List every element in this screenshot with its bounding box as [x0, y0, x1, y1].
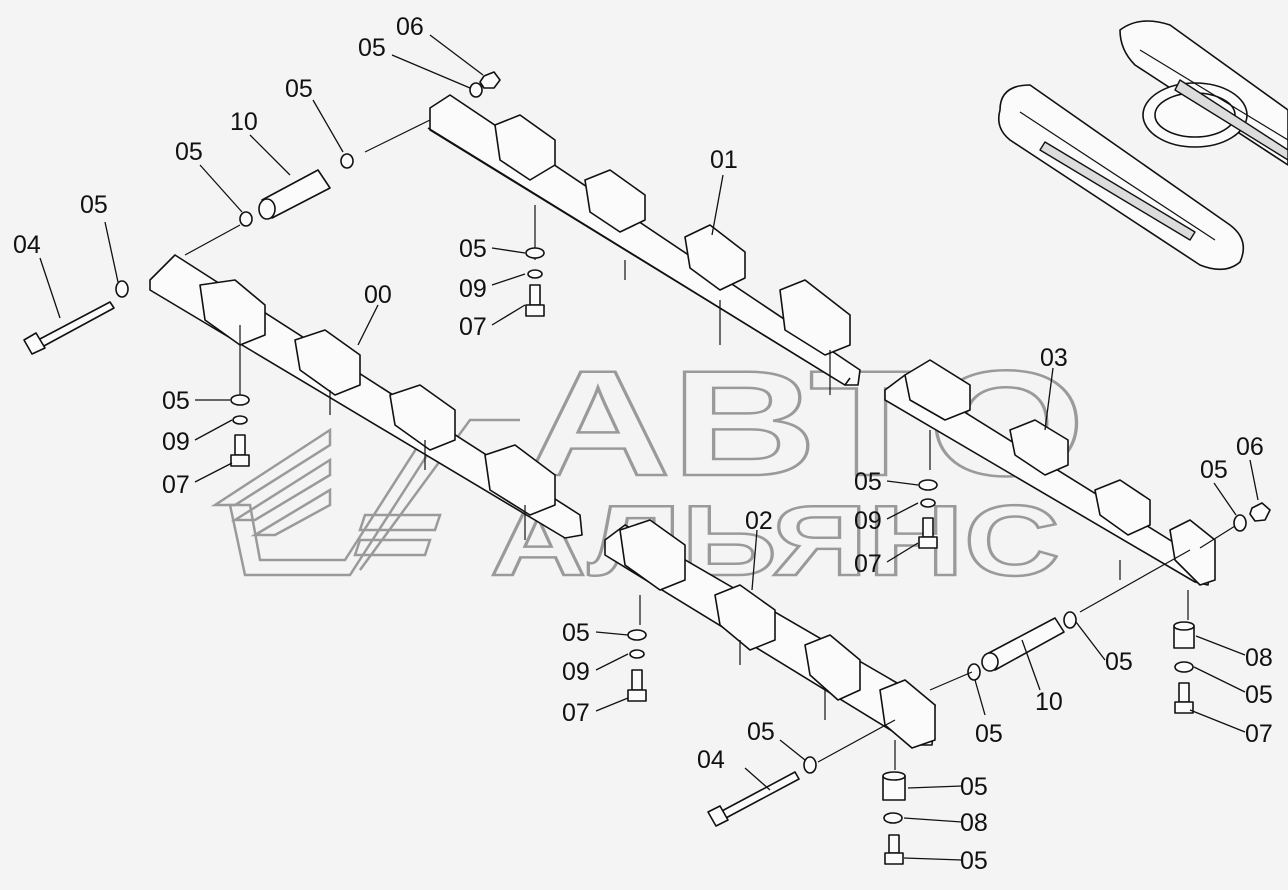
callout-05: 05 — [1245, 681, 1273, 709]
callout-09: 09 — [854, 507, 882, 535]
watermark-line2: АЛЬЯНС — [490, 485, 1060, 597]
callout-04: 04 — [13, 231, 41, 259]
callout-07: 05 — [960, 847, 988, 875]
callout-05: 05 — [162, 387, 190, 415]
callout-09: 09 — [459, 275, 487, 303]
callout-05: 08 — [960, 809, 988, 837]
callout-01: 01 — [710, 146, 738, 174]
callout-05: 05 — [175, 138, 203, 166]
callout-00: 00 — [364, 281, 392, 309]
callout-05: 05 — [975, 720, 1003, 748]
spring-washers — [232, 269, 936, 659]
guard-rail-02 — [604, 519, 936, 770]
callout-08: 05 — [960, 773, 988, 801]
pin-10-upper — [258, 169, 331, 220]
watermark: АВТО АЛЬЯНС — [210, 338, 1086, 598]
callout-07: 07 — [459, 313, 487, 341]
callout-05: 05 — [854, 468, 882, 496]
bolts-07 — [230, 284, 1194, 865]
callout-07: 07 — [562, 699, 590, 727]
track-frame-inset — [997, 20, 1288, 271]
callout-05: 05 — [562, 619, 590, 647]
callout-06: 06 — [1236, 433, 1264, 461]
callout-05: 05 — [747, 718, 775, 746]
callout-05: 05 — [285, 75, 313, 103]
guard-rail-01 — [427, 94, 861, 395]
watermark-line1: АВТО — [525, 339, 1085, 507]
callout-05: 05 — [1105, 648, 1133, 676]
bolt-04-upper — [23, 301, 115, 355]
callout-05: 05 — [80, 191, 108, 219]
nut-06-lower — [1249, 502, 1271, 522]
assembly-axes — [184, 119, 1236, 763]
pin-10-lower — [981, 617, 1065, 672]
guard-rail-00 — [149, 254, 583, 540]
callout-08: 08 — [1245, 644, 1273, 672]
callout-07: 07 — [854, 550, 882, 578]
callout-03: 03 — [1040, 344, 1068, 372]
callout-05: 05 — [358, 34, 386, 62]
callout-04: 04 — [697, 746, 725, 774]
watermark-logo — [210, 418, 520, 577]
nut-06-upper — [479, 71, 501, 89]
guard-rail-03 — [884, 359, 1216, 620]
callout-09: 09 — [162, 428, 190, 456]
callout-07: 07 — [162, 471, 190, 499]
leader-lines — [39, 34, 1259, 861]
callout-10: 10 — [1035, 688, 1063, 716]
washers — [115, 82, 1247, 824]
callout-06: 06 — [396, 13, 424, 41]
callout-05: 05 — [459, 235, 487, 263]
callout-02: 02 — [745, 507, 773, 535]
bolt-04-lower — [707, 771, 800, 827]
callout-07: 07 — [1245, 720, 1273, 748]
callout-09: 09 — [562, 658, 590, 686]
callout-10: 10 — [230, 108, 258, 136]
callout-05: 05 — [1200, 456, 1228, 484]
callout-labels: 06 05 05 10 05 05 04 01 05 09 07 00 05 0… — [13, 13, 1273, 875]
spacers-08 — [882, 621, 1195, 801]
